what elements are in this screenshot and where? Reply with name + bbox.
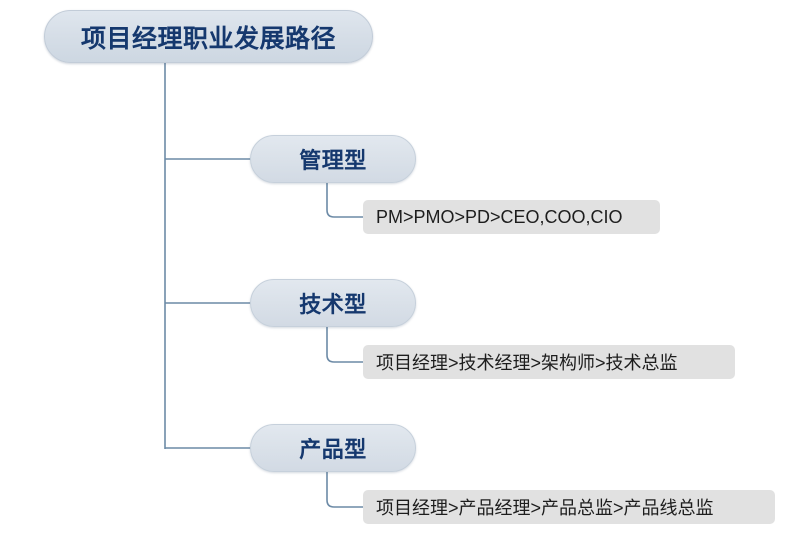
root-node[interactable]: 项目经理职业发展路径 xyxy=(44,10,373,63)
leaf-node-technical-path[interactable]: 项目经理>技术经理>架构师>技术总监 xyxy=(363,345,735,379)
branch-node-management[interactable]: 管理型 xyxy=(250,135,416,183)
branch-node-product[interactable]: 产品型 xyxy=(250,424,416,472)
leaf-node-management-path[interactable]: PM>PMO>PD>CEO,COO,CIO xyxy=(363,200,660,234)
leaf-node-product-path[interactable]: 项目经理>产品经理>产品总监>产品线总监 xyxy=(363,490,775,524)
branch-node-technical[interactable]: 技术型 xyxy=(250,279,416,327)
connector-leaf-3 xyxy=(326,472,366,508)
connector-leaf-1 xyxy=(326,183,366,218)
connector-leaf-2 xyxy=(326,327,366,363)
